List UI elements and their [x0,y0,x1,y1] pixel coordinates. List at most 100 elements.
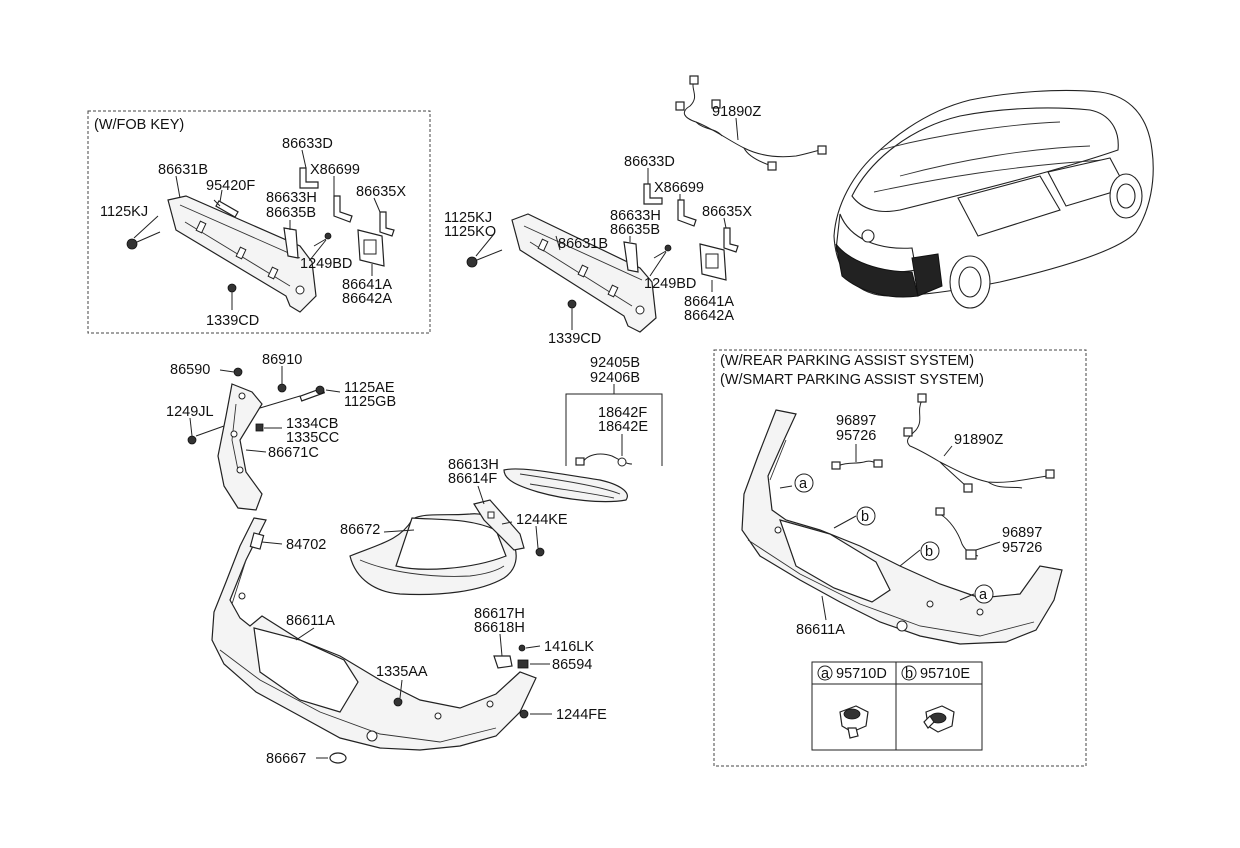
label-96897-lower: 96897 [1002,525,1042,541]
label-1125ae: 1125AE [344,380,395,396]
label-1334cb: 1334CB [286,416,338,432]
bolt-1125ae[interactable] [299,385,326,402]
label-1125kj-fob: 1125KJ [100,204,148,220]
leader-91890z-top [735,117,739,141]
svg-text:a: a [799,476,808,492]
bracket-86633h[interactable] [623,241,639,273]
label-86672: 86672 [340,522,380,538]
svg-text:b: b [925,544,933,560]
nut-1339cd-fob[interactable] [227,283,237,293]
leaders-side-bracket [189,366,341,453]
bracket-86633h-fob[interactable] [283,227,299,259]
parking-assist-title-2: (W/SMART PARKING ASSIST SYSTEM) [720,372,984,388]
label-1335aa: 1335AA [376,664,428,680]
side-bracket-86671c[interactable] [217,383,263,511]
label-95726-upper: 95726 [836,428,876,444]
bracket-86641a[interactable] [699,243,727,281]
label-95710d: 95710D [836,666,887,682]
bracket-x86699[interactable] [677,199,697,227]
label-1249bd-fob: 1249BD [300,256,352,272]
cap-86667[interactable] [329,752,347,764]
retainer-86594[interactable] [517,659,529,669]
svg-text:b: b [861,509,869,525]
label-86635b-fob: 86635B [266,205,316,221]
label-86617h: 86617H [474,606,525,622]
bracket-86633d[interactable] [643,183,663,205]
parking-assist-frame [713,349,1087,767]
label-18642f: 18642F [598,405,647,421]
sensor-95710d[interactable] [839,705,869,739]
label-1249jl: 1249JL [166,404,214,420]
label-plate-84702[interactable] [249,532,265,550]
rear-bumper-parking-86611a[interactable] [741,409,1063,645]
label-18642e: 18642E [598,419,648,435]
label-86641a: 86641A [684,294,734,310]
bracket-86635x[interactable] [723,227,739,253]
sensor-wire-96897-upper[interactable] [831,459,883,470]
label-86642a: 86642A [684,308,734,324]
bracket-86635x-fob[interactable] [379,211,395,237]
label-92405b: 92405B [590,355,640,371]
screw-1249jl[interactable] [187,435,197,445]
nut-1339cd[interactable] [567,299,577,309]
bracket-x86699-fob[interactable] [333,195,353,223]
clip-1334cb[interactable] [255,423,264,432]
wiring-harness-top[interactable] [675,75,827,171]
screw-1244fe[interactable] [519,709,529,719]
label-86611a-parking: 86611A [796,622,845,638]
label-91890z-parking: 91890Z [954,432,1003,448]
rear-bumper-lower-86611a[interactable] [211,517,537,751]
parking-assist-title-1: (W/REAR PARKING ASSIST SYSTEM) [720,353,974,369]
label-1244fe: 1244FE [556,707,607,723]
callout-a-lower: a [974,584,994,604]
label-1125gb: 1125GB [344,394,396,410]
label-86594: 86594 [552,657,592,673]
label-86633d-fob: 86633D [282,136,333,152]
callout-b-upper: b [856,506,876,526]
label-92406b: 92406B [590,370,640,386]
clip-86590[interactable] [233,367,243,377]
leaders-parking [779,444,1001,621]
label-95726-lower: 95726 [1002,540,1042,556]
clip-1416lk[interactable] [518,644,526,652]
bracket-86641a-fob[interactable] [357,229,385,267]
label-x86699-fob: X86699 [310,162,360,178]
label-1339cd: 1339CD [548,331,601,347]
sensor-95710e[interactable] [923,705,955,733]
rear-reflector-lamp[interactable] [503,468,628,503]
label-1125ko: 1125KO [444,224,496,240]
bolt-1249bd-fob[interactable] [313,232,332,247]
screw-1244ke[interactable] [535,547,545,557]
legend-b-header: b 95710E [901,665,970,682]
bolt-1125kj[interactable] [466,249,503,268]
label-1416lk: 1416LK [544,639,594,655]
wiring-harness-parking-91890z[interactable] [903,393,1055,493]
sensor-legend-table [811,661,983,751]
sensor-wire-96897-lower[interactable] [935,507,979,560]
bracket-86617h[interactable] [493,655,513,669]
clip-1335aa[interactable] [393,697,403,707]
svg-text:b: b [905,666,913,682]
bumper-guide-86613h[interactable] [473,499,525,551]
rear-beam-fob[interactable] [167,195,317,313]
label-96897-upper: 96897 [836,413,876,429]
label-86633h: 86633H [610,208,661,224]
label-86631b-fob: 86631B [158,162,208,178]
label-86633d: 86633D [624,154,675,170]
nut-86910[interactable] [277,383,287,393]
reflector-wire-18642f[interactable] [575,453,633,467]
label-x86699: X86699 [654,180,704,196]
bracket-95420f[interactable] [213,199,239,218]
label-1249bd: 1249BD [644,276,696,292]
bolt-1249bd[interactable] [653,244,672,259]
leaders-86611a [261,541,552,759]
leaders-86672 [383,485,539,549]
label-95710e: 95710E [920,666,970,682]
label-86618h: 86618H [474,620,525,636]
bolt-1125kj-fob[interactable] [126,231,161,250]
label-86667: 86667 [266,751,306,767]
rear-beam[interactable] [511,213,657,333]
label-1335cc: 1335CC [286,430,339,446]
vehicle-rear-view [833,89,1154,309]
